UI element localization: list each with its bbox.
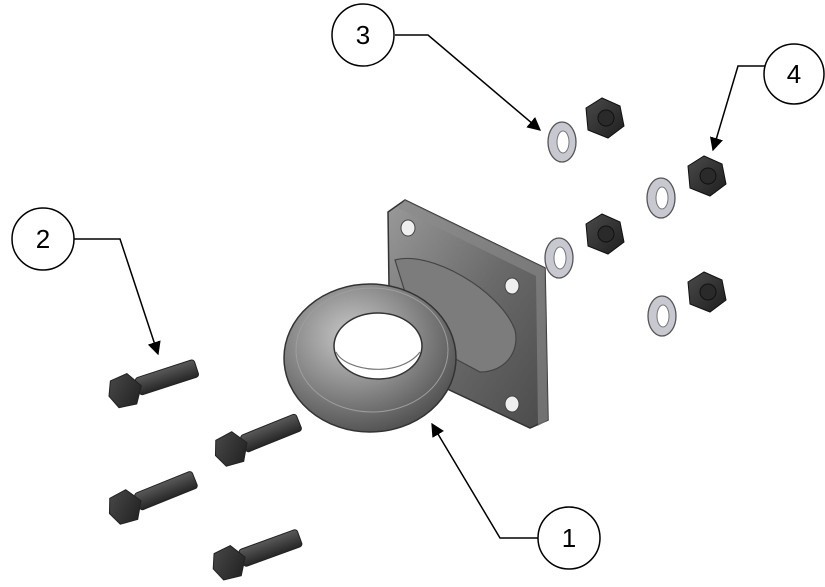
leader-line-4 [709,65,765,152]
callout-number: 3 [356,20,370,50]
callout-circle [331,3,395,67]
hex-nut [585,97,625,139]
towing-ring [283,283,457,433]
callout-1: 1 [537,506,601,570]
plate-hole [504,277,520,295]
tow-eye-assembly [283,199,549,433]
leader-line-3 [395,34,542,131]
callout-2: 2 [11,207,75,271]
leader-lines [74,34,765,539]
callout-circle [537,506,601,570]
hex-nut [687,155,727,197]
lock-washer [646,177,676,219]
bolt [214,413,302,467]
bolt-group [108,359,303,581]
callout-circle [763,43,825,105]
callout-number: 4 [787,59,801,89]
callout-4: 4 [763,43,825,105]
hex-nut [585,213,625,255]
leader-line-2 [74,238,161,356]
plate-hole [504,395,520,413]
washer-group [544,121,677,337]
callout-circle [11,207,75,271]
bolt [108,359,199,409]
lock-washer [544,237,574,279]
lock-washer [547,121,577,163]
leader-line-1 [431,422,538,539]
ring-neck [394,257,517,373]
plate-hole [400,219,416,237]
nut-group [585,97,727,313]
lock-washer [647,295,677,337]
bolt [108,471,198,525]
callout-3: 3 [331,3,395,67]
hex-nut [687,271,727,313]
bolt [212,529,303,581]
callout-number: 1 [562,523,576,553]
callout-number: 2 [36,224,50,254]
